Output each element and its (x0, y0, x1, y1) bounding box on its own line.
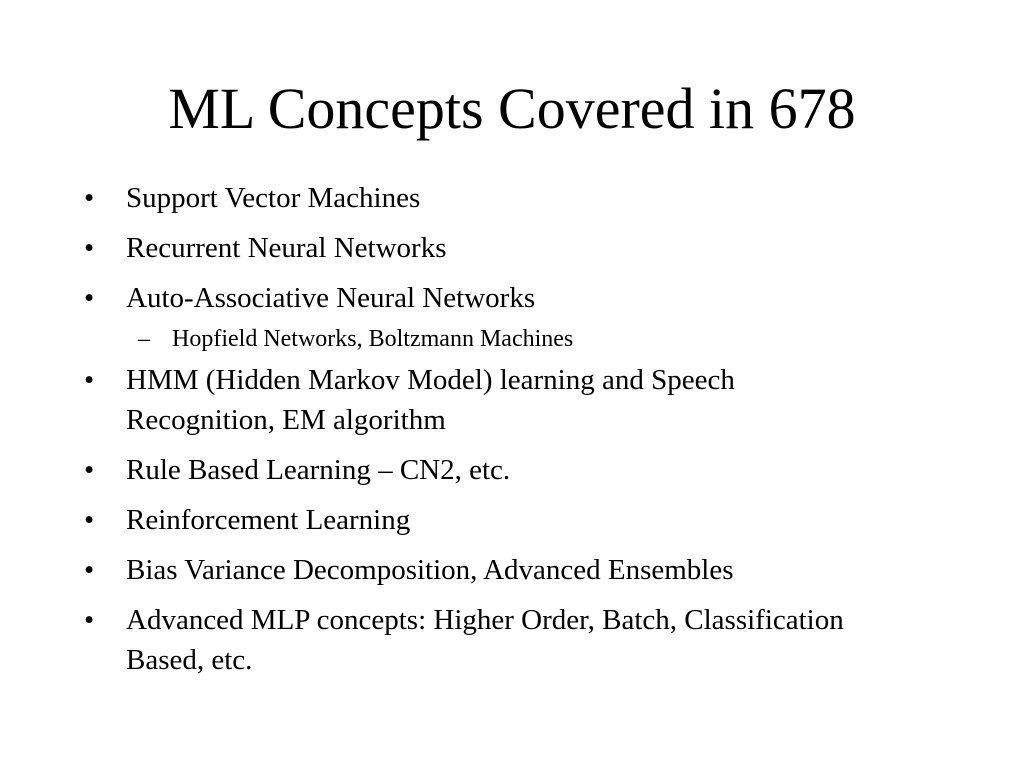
bullet-text: Recurrent Neural Networks (126, 232, 447, 264)
list-item: • Support Vector Machines (84, 178, 884, 218)
list-item: • Reinforcement Learning (84, 500, 884, 540)
list-item: • Auto-Associative Neural Networks (84, 278, 884, 318)
bullet-text: Advanced MLP concepts: Higher Order, Bat… (126, 604, 844, 676)
bullet-text: HMM (Hidden Markov Model) learning and S… (126, 364, 735, 436)
list-item: • Bias Variance Decomposition, Advanced … (84, 550, 884, 590)
list-item: • Rule Based Learning – CN2, etc. (84, 450, 884, 490)
bullet-icon: • (84, 454, 95, 486)
sub-list-item: – Hopfield Networks, Boltzmann Machines (84, 322, 884, 356)
bullet-icon: • (84, 282, 95, 314)
bullet-list: • Support Vector Machines • Recurrent Ne… (84, 178, 884, 690)
bullet-icon: • (84, 232, 95, 264)
bullet-text: Rule Based Learning – CN2, etc. (126, 454, 511, 486)
bullet-text: Bias Variance Decomposition, Advanced En… (126, 554, 734, 586)
bullet-icon: • (84, 504, 95, 536)
bullet-text: Reinforcement Learning (126, 504, 411, 536)
sub-list: – Hopfield Networks, Boltzmann Machines (84, 322, 884, 356)
bullet-text: Support Vector Machines (126, 182, 421, 214)
bullet-icon: • (84, 554, 95, 586)
bullet-icon: • (84, 604, 95, 636)
bullet-icon: • (84, 364, 95, 396)
bullet-icon: • (84, 182, 95, 214)
list-item: • HMM (Hidden Markov Model) learning and… (84, 360, 884, 440)
bullet-text: Auto-Associative Neural Networks (126, 282, 536, 314)
dash-icon: – (138, 326, 150, 352)
list-item: • Advanced MLP concepts: Higher Order, B… (84, 600, 884, 680)
sub-bullet-text: Hopfield Networks, Boltzmann Machines (172, 326, 574, 352)
list-item: • Recurrent Neural Networks (84, 228, 884, 268)
slide-title: ML Concepts Covered in 678 (168, 76, 856, 141)
